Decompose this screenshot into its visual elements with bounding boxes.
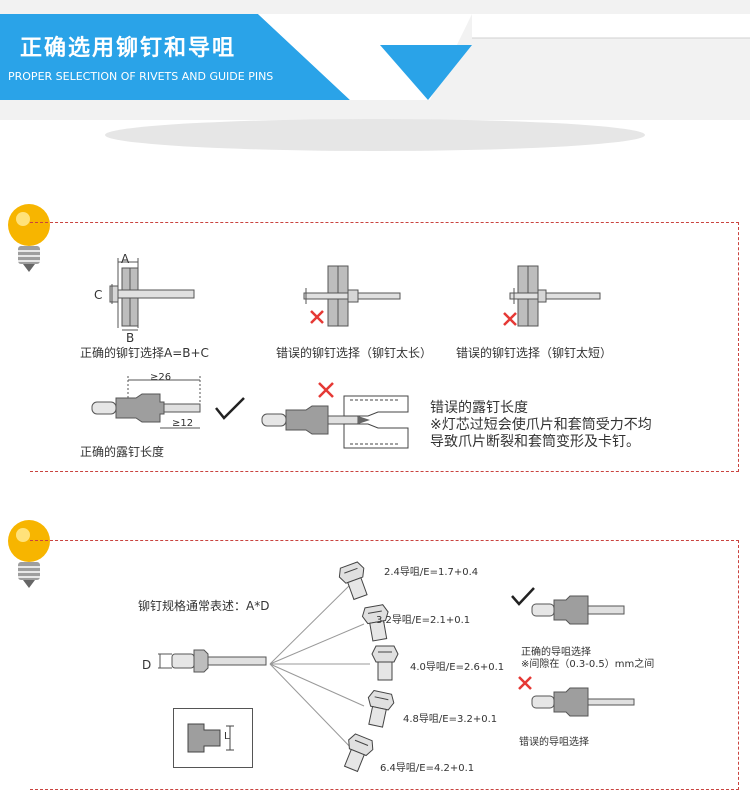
- dim-26-label: ≥26: [150, 372, 172, 383]
- guide-profile-diagram: [187, 723, 234, 753]
- wrong-guide-title: 错误的导咀选择: [519, 737, 589, 748]
- rivet-too-long-diagram: [303, 265, 401, 327]
- page-title: 正确选用铆钉和导咀: [20, 36, 237, 61]
- guide-label-1: 2.4导咀/E=1.7+0.4: [384, 567, 479, 578]
- lightbulb-icon: [8, 520, 50, 588]
- guide-pin-2: [361, 604, 389, 642]
- inset-box: [173, 708, 253, 768]
- guide-wrong-diagram: [531, 687, 635, 717]
- dim-l-label: L: [224, 731, 230, 742]
- guide-label-3: 4.0导咀/E=2.6+0.1: [410, 662, 505, 673]
- page-subtitle: PROPER SELECTION OF RIVETS AND GUIDE PIN…: [8, 70, 274, 83]
- section1-frame: [30, 222, 739, 472]
- fan-lines: [269, 579, 370, 753]
- dim-a-label: A: [121, 252, 130, 266]
- guide-pin-5: [343, 733, 374, 773]
- cross-icon: [518, 676, 532, 690]
- rivet-too-short-diagram: [509, 265, 601, 327]
- guide-pin-4: [367, 689, 395, 728]
- rivet-length-wrong-diagram: [261, 395, 409, 449]
- cross-icon: [318, 382, 334, 398]
- dim-c-label: C: [94, 288, 103, 302]
- spec-label: 铆钉规格通常表述：A*D: [138, 599, 270, 613]
- guide-label-5: 6.4导咀/E=4.2+0.1: [380, 763, 475, 774]
- rivet-correct-diagram: [109, 258, 195, 331]
- wrong-length-note-1: ※灯芯过短会使爪片和套筒受力不均: [430, 417, 652, 433]
- caption-correct-length: 正确的露钉长度: [80, 445, 165, 459]
- header-banner: [0, 14, 750, 151]
- section2-frame: [30, 540, 739, 790]
- cross-icon: [310, 310, 324, 324]
- caption-too-short: 错误的铆钉选择（铆钉太短）: [456, 346, 613, 360]
- dim-b-label: B: [126, 331, 135, 345]
- guide-correct-diagram: [531, 595, 625, 625]
- check-icon: [215, 397, 245, 420]
- check-icon: [511, 587, 535, 606]
- dim-d-label: D: [142, 658, 152, 672]
- correct-guide-note: ※间隙在（0.3-0.5）mm之间: [521, 659, 655, 670]
- caption-correct-rivet: 正确的铆钉选择A=B+C: [80, 346, 209, 360]
- wrong-length-title: 错误的露钉长度: [430, 400, 528, 416]
- guide-label-2: 3.2导咀/E=2.1+0.1: [376, 615, 471, 626]
- wrong-length-note-2: 导致爪片断裂和套筒变形及卡钉。: [430, 434, 640, 450]
- cross-icon: [503, 312, 517, 326]
- guide-pin-3: [371, 645, 399, 681]
- dim-12-label: ≥12: [172, 418, 194, 429]
- correct-guide-title: 正确的导咀选择: [521, 647, 591, 658]
- rivet-length-correct-diagram: [91, 376, 201, 429]
- lightbulb-icon: [8, 204, 50, 272]
- guide-pin-1: [338, 561, 368, 601]
- guide-label-4: 4.8导咀/E=3.2+0.1: [403, 714, 498, 725]
- caption-too-long: 错误的铆钉选择（铆钉太长）: [276, 346, 433, 360]
- rivet-spec-diagram: [158, 649, 267, 673]
